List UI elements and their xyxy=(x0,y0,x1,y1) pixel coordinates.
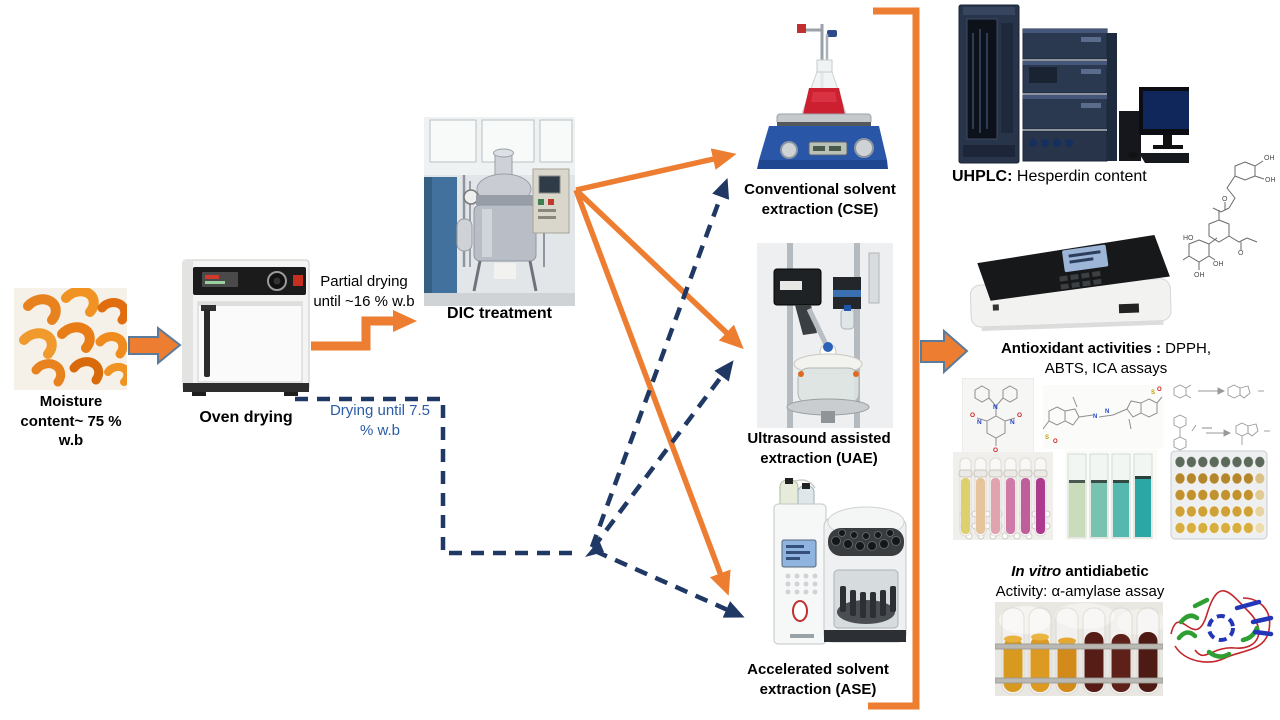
antidiabetic-label: In vitro antidiabetic Activity: α-amylas… xyxy=(980,562,1180,601)
partial-drying-line-1: Partial drying xyxy=(320,273,408,290)
atom-label: N xyxy=(1093,414,1097,420)
bypass-to-uae-arrow xyxy=(591,360,734,550)
amylase-assay-photo xyxy=(995,602,1163,696)
bypass-drying-label: Drying until 7.5 % w.b xyxy=(308,401,452,440)
moisture-line-3: w.b xyxy=(58,432,84,449)
atom-label: O xyxy=(1053,439,1058,445)
antioxidant-label: Antioxidant activities : DPPH, ABTS, ICA… xyxy=(958,339,1254,378)
atom-label: HO xyxy=(1183,235,1194,242)
dpph-structure: N O O O N N xyxy=(962,378,1034,456)
dic-to-ase-arrow xyxy=(573,189,731,596)
ase-line-2: extraction (ASE) xyxy=(759,680,877,698)
atom-label: N xyxy=(993,404,998,411)
atom-label: N xyxy=(977,419,982,426)
ase-photo xyxy=(773,478,907,645)
moisture-line-2: content~ 75 % xyxy=(20,412,122,430)
cse-line-1: Conventional solvent xyxy=(744,181,896,198)
dpph-assay-photo xyxy=(953,452,1053,540)
atom-label: N xyxy=(1010,419,1015,426)
uae-label: Ultrasound assisted extraction (UAE) xyxy=(733,429,905,468)
moisture-content-label: Moisture content~ 75 % w.b xyxy=(6,392,136,451)
uae-photo xyxy=(757,243,893,428)
atom-label: O xyxy=(993,447,998,454)
dic-treatment-photo xyxy=(424,117,575,306)
antidiabetic-label-bold: antidiabetic xyxy=(1061,563,1149,580)
atom-label: O xyxy=(1238,250,1244,257)
abts-assay-photo xyxy=(1065,450,1157,540)
atom-label: OH xyxy=(1213,261,1224,268)
bypass-to-ase-arrow xyxy=(594,548,745,618)
atom-label: O xyxy=(1017,412,1022,419)
atom-label: OH xyxy=(1265,177,1276,184)
oven-drying-label: Oven drying xyxy=(199,409,293,426)
oven-drying-image xyxy=(182,259,310,396)
uhplc-photo xyxy=(958,4,1189,164)
antioxidant-label-rest: DPPH, xyxy=(1161,340,1212,357)
cse-label: Conventional solvent extraction (CSE) xyxy=(728,180,912,219)
antioxidant-label-bold: Antioxidant activities : xyxy=(1000,340,1161,357)
ica-reaction-scheme xyxy=(1172,384,1270,457)
atom-label: O xyxy=(970,412,975,419)
atom-label: S xyxy=(1045,435,1049,441)
atom-label: S xyxy=(1151,390,1155,396)
orange-peels-photo xyxy=(14,288,127,390)
antioxidant-label-line-2: ABTS, ICA assays xyxy=(1044,359,1168,377)
protein-structure-image xyxy=(1170,590,1274,663)
ase-line-1: Accelerated solvent xyxy=(747,661,889,678)
ica-assay-photo xyxy=(1170,450,1268,540)
atom-label: O xyxy=(1157,387,1162,393)
antidiabetic-label-line-2: Activity: α-amylase assay xyxy=(995,582,1165,600)
feed-arrow xyxy=(128,325,182,366)
dic-treatment-label: DIC treatment xyxy=(447,305,552,322)
cse-line-2: extraction (CSE) xyxy=(761,200,879,218)
atom-label: O xyxy=(1222,196,1228,203)
bypass-junction-arrowhead xyxy=(585,540,604,557)
partial-drying-arrow xyxy=(311,310,417,351)
bypass-drying-line-2: % w.b xyxy=(359,421,401,439)
uhplc-label-bold: UHPLC: xyxy=(952,168,1013,185)
bypass-to-cse-arrow xyxy=(589,177,730,548)
hesperidin-structure: OH OH O O OH OH HO xyxy=(1183,155,1276,279)
abts-structure: N N S O S O xyxy=(1043,385,1163,449)
atom-label: OH xyxy=(1264,155,1275,162)
antidiabetic-label-italic: In vitro xyxy=(1011,563,1062,580)
uhplc-label-rest: Hesperdin content xyxy=(1012,168,1147,185)
cse-hotplate-photo xyxy=(757,24,888,169)
partial-drying-line-2: until ~16 % w.b xyxy=(313,292,415,310)
dic-to-uae-arrow xyxy=(574,188,744,350)
moisture-line-1: Moisture xyxy=(39,393,103,410)
uhplc-label: UHPLC: Hesperdin content xyxy=(952,167,1192,188)
dic-to-cse-arrow xyxy=(575,148,737,193)
atom-label: N xyxy=(1105,409,1109,415)
ase-label: Accelerated solvent extraction (ASE) xyxy=(730,660,906,699)
spectrophotometer-photo xyxy=(969,234,1172,332)
atom-label: OH xyxy=(1194,272,1205,279)
bypass-drying-line-1: Drying until 7.5 xyxy=(329,402,431,419)
uae-line-1: Ultrasound assisted xyxy=(747,430,891,447)
partial-drying-label: Partial drying until ~16 % w.b xyxy=(296,272,432,311)
uae-line-2: extraction (UAE) xyxy=(760,449,878,467)
